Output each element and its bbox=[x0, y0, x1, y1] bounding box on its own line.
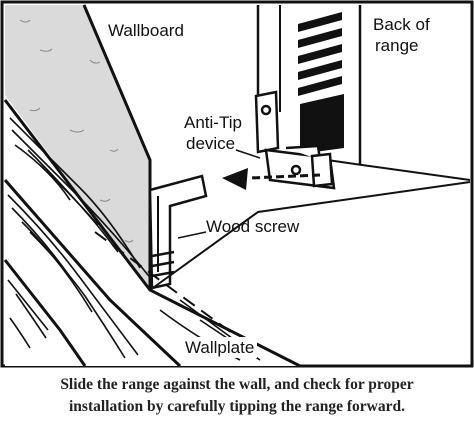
caption-line1: Slide the range against the wall, and ch… bbox=[60, 376, 414, 393]
line-drawing bbox=[0, 0, 474, 368]
anti-tip-label-line1: Anti-Tip bbox=[184, 113, 242, 132]
back-of-range-label-line1: Back of bbox=[373, 15, 430, 34]
wood-screw-label: Wood screw bbox=[206, 217, 300, 236]
back-of-range-label-line2: range bbox=[375, 36, 419, 55]
wallplate-label: Wallplate bbox=[182, 337, 258, 358]
anti-tip-device-label: Anti-Tip device bbox=[184, 112, 242, 154]
push-arrow bbox=[222, 168, 321, 190]
figure-caption: Slide the range against the wall, and ch… bbox=[0, 374, 474, 418]
range-vent-slots bbox=[298, 12, 344, 154]
back-of-range-label: Back of range bbox=[373, 14, 430, 56]
installation-illustration: Wallboard Back of range Anti-Tip device … bbox=[0, 0, 474, 368]
wallboard-label: Wallboard bbox=[108, 21, 184, 40]
caption-line2: installation by carefully tipping the ra… bbox=[69, 398, 405, 415]
range-leg bbox=[310, 152, 334, 188]
anti-tip-label-line2: device bbox=[186, 134, 236, 153]
floor-line bbox=[149, 181, 471, 291]
leader-lines bbox=[177, 149, 261, 239]
